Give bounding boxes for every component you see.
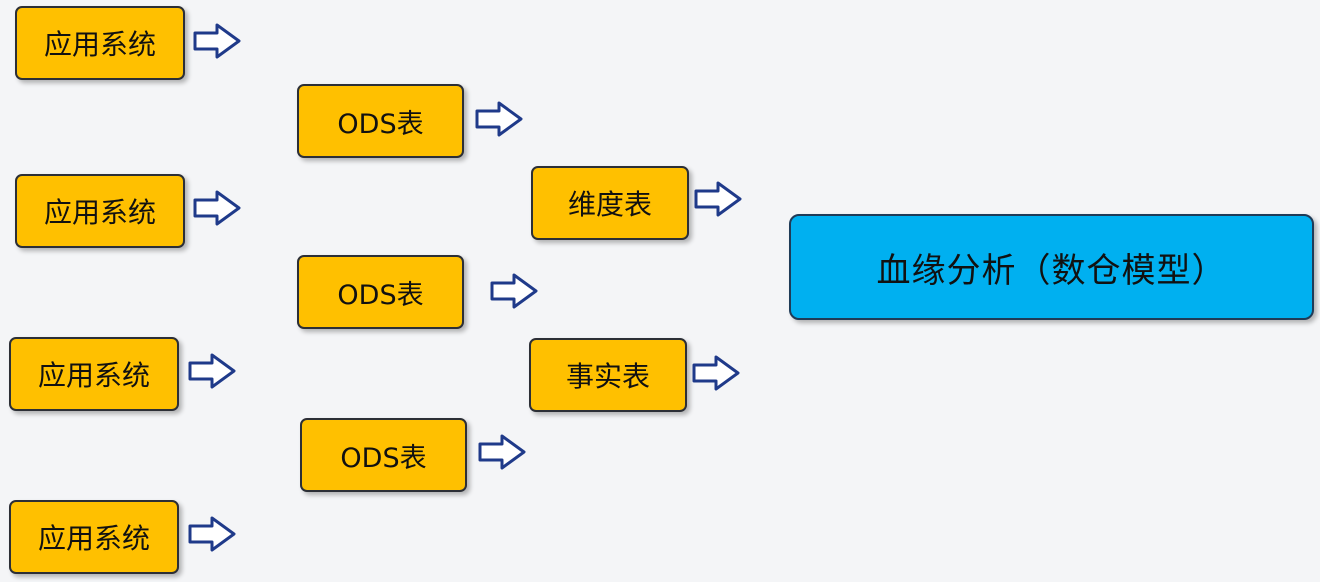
arrow-right-icon: [475, 101, 523, 137]
arrow-right-icon: [188, 353, 236, 389]
arrow-right-icon: [694, 181, 742, 217]
lineage-analysis-box: 血缘分析（数仓模型）: [789, 214, 1314, 320]
ods-table-box-2: ODS表: [297, 255, 464, 329]
arrow-right-icon: [188, 516, 236, 552]
source-system-box-4: 应用系统: [9, 500, 179, 574]
arrow-right-icon: [478, 434, 526, 470]
arrow-right-icon: [193, 190, 241, 226]
ods-table-box-3: ODS表: [300, 418, 467, 492]
arrow-right-icon: [692, 355, 740, 391]
arrow-right-icon: [193, 23, 241, 59]
source-system-box-3: 应用系统: [9, 337, 179, 411]
fact-table-box: 事实表: [529, 338, 687, 412]
dimension-table-box: 维度表: [531, 166, 689, 240]
source-system-box-1: 应用系统: [15, 6, 185, 80]
source-system-box-2: 应用系统: [15, 174, 185, 248]
arrow-right-icon: [490, 273, 538, 309]
ods-table-box-1: ODS表: [297, 84, 464, 158]
